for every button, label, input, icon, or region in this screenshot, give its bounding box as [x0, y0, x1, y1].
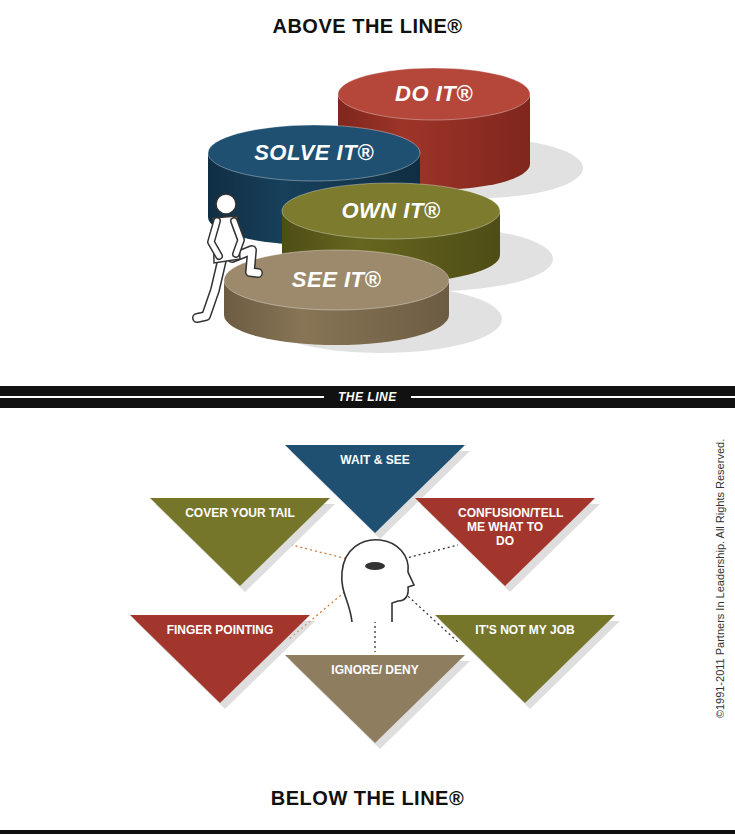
- behavior-label: IGNORE/ DENY: [300, 663, 450, 677]
- cylinder-shape: [224, 250, 449, 345]
- inverted-triangle: [285, 655, 465, 743]
- bottom-rule: [0, 830, 735, 834]
- person-limbs: [197, 250, 258, 318]
- triangle-trap: FINGER POINTING: [130, 615, 310, 703]
- inverted-triangle: [150, 498, 330, 586]
- cylinder-top: [224, 250, 449, 310]
- line-label: THE LINE: [324, 386, 411, 408]
- behavior-label: FINGER POINTING: [145, 623, 295, 637]
- arm: [234, 221, 241, 254]
- step-label: OWN IT®: [282, 197, 500, 225]
- cylinder-step: SEE IT®: [224, 250, 449, 345]
- triangle-trap: CONFUSION/TELL ME WHAT TO DO: [415, 498, 595, 586]
- step-label: DO IT®: [338, 80, 530, 108]
- the-line-band: [0, 386, 735, 408]
- mind-spot: [365, 562, 385, 570]
- behavior-label: CONFUSION/TELL ME WHAT TO DO: [458, 506, 552, 548]
- copyright-note: ©1991-2011 Partners In Leadership. All R…: [714, 439, 727, 718]
- leg-outline: [232, 250, 258, 273]
- behavior-label: COVER YOUR TAIL: [165, 506, 315, 520]
- cylinder-top: [208, 125, 420, 181]
- torso: [213, 216, 240, 263]
- leader-lines: [288, 536, 458, 652]
- person-arms: [211, 221, 241, 256]
- person-head: [216, 194, 236, 214]
- triangle-trap: COVER YOUR TAIL: [150, 498, 330, 586]
- arm: [211, 221, 219, 256]
- inverted-triangle: [130, 615, 310, 703]
- below-title: BELOW THE LINE®: [0, 786, 735, 810]
- leg-outline: [197, 260, 222, 318]
- diagram-title: ABOVE THE LINE®: [0, 14, 735, 38]
- behavior-label: IT'S NOT MY JOB: [450, 623, 600, 637]
- inverted-triangle: [415, 498, 595, 586]
- cylinder-top: [338, 68, 530, 120]
- arm-outline: [234, 221, 241, 254]
- arm-outline: [211, 221, 219, 256]
- step-label: SOLVE IT®: [208, 139, 420, 167]
- behavior-label: WAIT & SEE: [300, 453, 450, 467]
- triangle-trap: IT'S NOT MY JOB: [435, 615, 615, 703]
- leg: [197, 260, 222, 318]
- step-label: SEE IT®: [224, 266, 449, 294]
- head-profile: [342, 540, 414, 622]
- cylinder-top: [282, 183, 500, 239]
- leg: [232, 250, 258, 273]
- inverted-triangle: [435, 615, 615, 703]
- triangle-trap: IGNORE/ DENY: [285, 655, 465, 743]
